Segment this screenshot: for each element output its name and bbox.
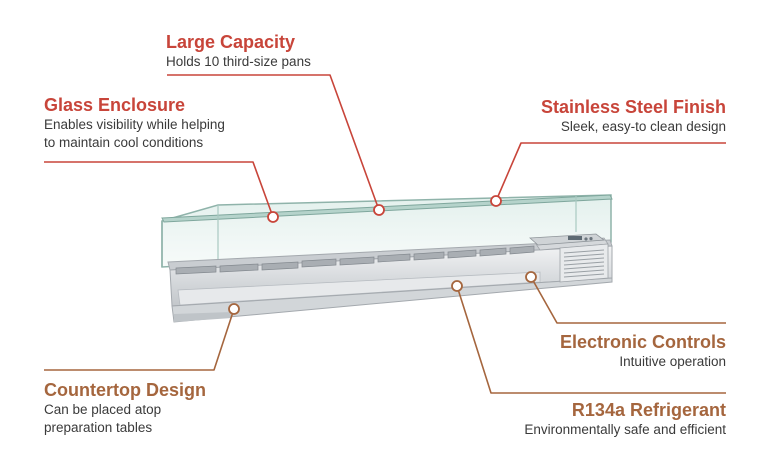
callout-title: Large Capacity: [166, 32, 296, 52]
callout-description: Environmentally safe and efficient: [524, 421, 726, 439]
callout-stainless-steel-finish: Stainless Steel Finish Sleek, easy-to cl…: [541, 96, 726, 136]
control-panel: [529, 233, 606, 246]
description-line: Environmentally safe and efficient: [524, 422, 726, 437]
description-line: preparation tables: [44, 420, 153, 435]
description-line: Holds 10 third-size pans: [166, 54, 311, 69]
description-line: Sleek, easy-to clean design: [560, 119, 726, 134]
callout-glass-enclosure: Glass Enclosure Enables visibility while…: [44, 94, 225, 152]
callout-title: Glass Enclosure: [44, 95, 186, 115]
description-line: Can be placed atop: [44, 402, 162, 417]
callout-description: Holds 10 third-size pans: [166, 53, 311, 71]
steel-body: [167, 239, 613, 323]
callout-description: Sleek, easy-to clean design: [541, 118, 726, 136]
description-line: Enables visibility while helping: [44, 117, 225, 132]
callout-r134a-refrigerant: R134a Refrigerant Environmentally safe a…: [524, 399, 726, 439]
leader-lines: [44, 74, 726, 394]
callout-title: Electronic Controls: [559, 332, 726, 352]
callout-description: Intuitive operation: [560, 353, 726, 371]
callout-markers: [228, 195, 537, 315]
callout-electronic-controls: Electronic Controls Intuitive operation: [560, 331, 726, 371]
callout-large-capacity: Large Capacity Holds 10 third-size pans: [166, 31, 311, 71]
callout-description: Enables visibility while helping to main…: [44, 116, 225, 152]
description-line: to maintain cool conditions: [44, 135, 204, 150]
callout-title: R134a Refrigerant: [571, 400, 726, 420]
callout-title: Countertop Design: [44, 380, 206, 400]
callout-description: Can be placed atop preparation tables: [44, 401, 206, 437]
callout-title: Stainless Steel Finish: [540, 97, 726, 117]
callout-countertop-design: Countertop Design Can be placed atop pre…: [44, 379, 206, 437]
description-line: Intuitive operation: [619, 354, 726, 369]
pans: [175, 245, 535, 275]
